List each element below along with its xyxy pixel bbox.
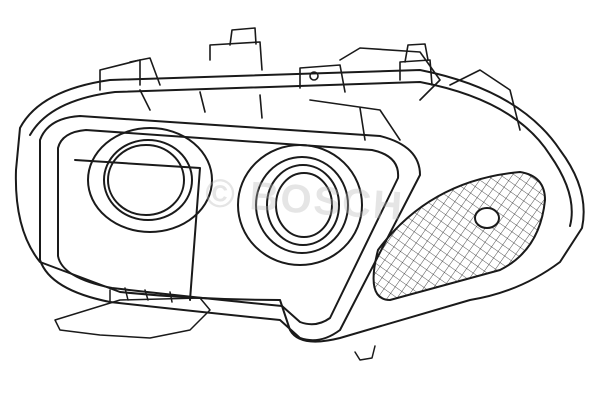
top-connectors — [99, 27, 521, 141]
outer-housing — [14, 69, 585, 343]
projector-right — [237, 144, 363, 266]
projector-left — [87, 127, 213, 233]
bottom-bracket — [54, 287, 376, 361]
front-lens-frame — [39, 115, 421, 342]
turn-signal-mesh — [372, 171, 546, 301]
